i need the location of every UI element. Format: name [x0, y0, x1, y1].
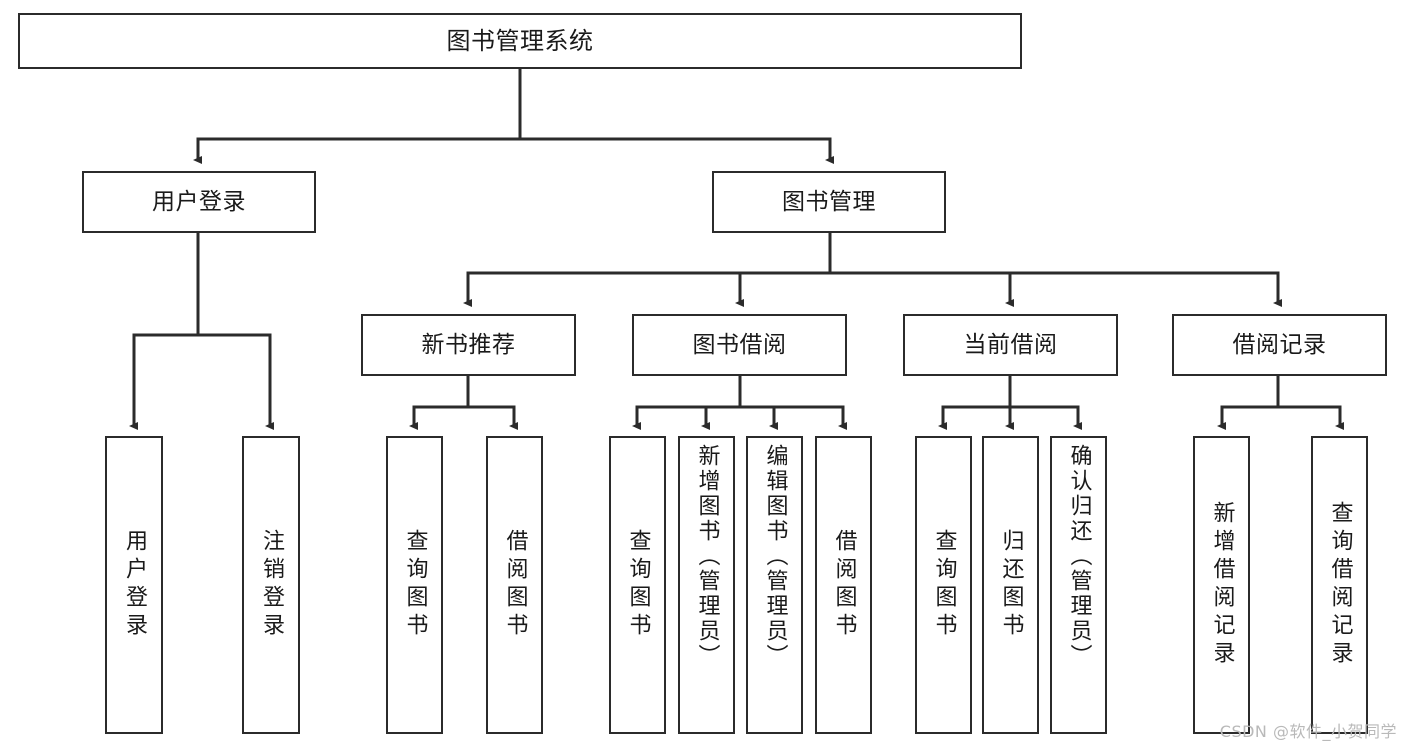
- node-leaf-confirm-return[interactable]: 确认归还（管理员）: [1050, 436, 1107, 734]
- node-leaf-borrow-book-2[interactable]: 借阅图书: [815, 436, 872, 734]
- node-leaf-add-record[interactable]: 新增借阅记录: [1193, 436, 1250, 734]
- node-label: 借阅图书: [831, 529, 857, 641]
- node-label: 用户登录: [152, 188, 246, 215]
- node-book-borrow[interactable]: 图书借阅: [632, 314, 847, 376]
- node-label: 归还图书: [998, 529, 1024, 641]
- node-label: 借阅记录: [1232, 331, 1327, 358]
- node-root-system[interactable]: 图书管理系统: [18, 13, 1022, 69]
- node-label: 查询图书: [402, 529, 428, 641]
- node-leaf-return-book[interactable]: 归还图书: [982, 436, 1039, 734]
- node-borrow-record[interactable]: 借阅记录: [1172, 314, 1387, 376]
- node-leaf-logout[interactable]: 注销登录: [242, 436, 300, 734]
- node-label: 确认归还（管理员）: [1066, 444, 1092, 669]
- node-label: 新书推荐: [421, 331, 516, 358]
- node-leaf-edit-book[interactable]: 编辑图书（管理员）: [746, 436, 803, 734]
- node-label: 图书管理系统: [446, 27, 594, 55]
- node-label: 用户登录: [122, 529, 147, 641]
- node-label: 图书管理: [782, 188, 876, 215]
- node-label: 查询图书: [625, 529, 651, 641]
- node-leaf-user-login[interactable]: 用户登录: [105, 436, 163, 734]
- csdn-watermark: CSDN @软件_小贺同学: [1219, 722, 1397, 741]
- node-leaf-borrow-book-1[interactable]: 借阅图书: [486, 436, 543, 734]
- node-label: 查询借阅记录: [1327, 501, 1353, 669]
- node-label: 注销登录: [259, 529, 284, 641]
- node-current-borrow[interactable]: 当前借阅: [903, 314, 1118, 376]
- node-label: 新增图书（管理员）: [694, 444, 720, 669]
- node-leaf-query-book-1[interactable]: 查询图书: [386, 436, 443, 734]
- node-leaf-query-record[interactable]: 查询借阅记录: [1311, 436, 1368, 734]
- node-label: 图书借阅: [692, 331, 787, 358]
- node-label: 当前借阅: [963, 331, 1058, 358]
- node-label: 编辑图书（管理员）: [762, 444, 788, 669]
- node-label: 查询图书: [931, 529, 957, 641]
- node-user-login[interactable]: 用户登录: [82, 171, 316, 233]
- node-label: 借阅图书: [502, 529, 528, 641]
- node-leaf-add-book[interactable]: 新增图书（管理员）: [678, 436, 735, 734]
- node-leaf-query-book-2[interactable]: 查询图书: [609, 436, 666, 734]
- node-book-management[interactable]: 图书管理: [712, 171, 946, 233]
- node-leaf-query-book-3[interactable]: 查询图书: [915, 436, 972, 734]
- node-label: 新增借阅记录: [1209, 501, 1235, 669]
- node-new-book-recommend[interactable]: 新书推荐: [361, 314, 576, 376]
